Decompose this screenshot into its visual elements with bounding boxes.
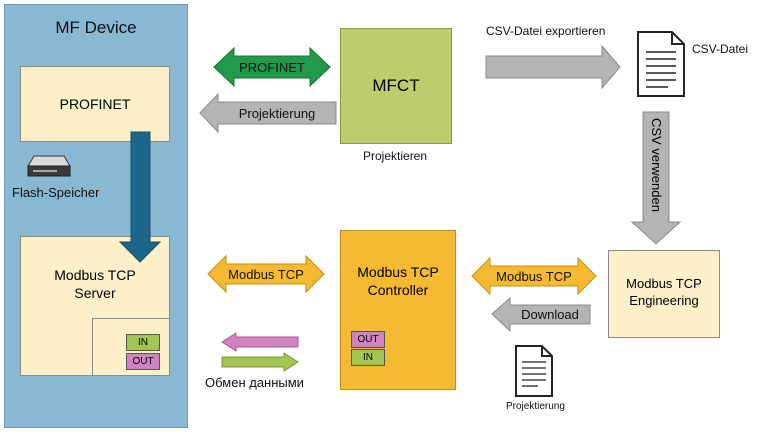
mfct-box: MFCT — [340, 28, 452, 144]
modbus-right-double-arrow — [471, 256, 597, 296]
modbus-controller-title: Modbus TCP Controller — [357, 264, 439, 298]
csv-use-arrow — [630, 111, 682, 245]
profinet-arrow-label: PROFINET — [239, 59, 305, 75]
modbus-server-label: Modbus TCP Server — [54, 267, 136, 301]
controller-out-register: OUT — [351, 331, 385, 348]
csv-export-arrow — [485, 44, 621, 90]
device-profinet-label: PROFINET — [59, 96, 131, 112]
exchange-label: Обмен данными — [205, 375, 304, 390]
mfct-caption: Projektieren — [363, 149, 428, 163]
mf-device-title: MF Device — [55, 18, 137, 37]
modbus-engineering-title: Modbus TCP Engineering — [626, 276, 702, 308]
csv-file-label: CSV-Datei — [692, 42, 749, 56]
modbus-controller-box — [340, 230, 456, 390]
profinet-double-arrow — [213, 46, 331, 88]
modbus-right-arrow-label: Modbus TCP — [496, 268, 572, 284]
exchange-out-arrow — [221, 332, 299, 352]
controller-in-label: IN — [363, 352, 373, 363]
projektierung-file-label: Projektierung — [506, 401, 565, 412]
projektierung-document-icon — [515, 345, 553, 397]
mfct-title: MFCT — [372, 76, 420, 95]
csv-export-label: CSV-Datei exportieren — [486, 24, 606, 38]
exchange-in-arrow — [221, 352, 299, 372]
projektierung-arrow-label: Projektierung — [238, 105, 316, 121]
download-arrow — [491, 296, 591, 333]
server-in-label: IN — [138, 337, 148, 348]
download-arrow-label: Download — [521, 307, 579, 322]
server-out-register: OUT — [126, 353, 160, 370]
projektierung-arrow — [199, 92, 337, 134]
csv-use-label: CSV verwenden — [649, 118, 664, 212]
device-profinet-module: PROFINET — [20, 66, 170, 142]
server-in-register: IN — [126, 334, 160, 351]
server-out-label: OUT — [132, 356, 154, 367]
controller-out-label: OUT — [357, 334, 379, 345]
modbus-left-double-arrow — [207, 254, 325, 294]
device-internal-arrow — [118, 131, 162, 263]
modbus-left-arrow-label: Modbus TCP — [228, 266, 304, 282]
flash-memory-label: Flash-Speicher — [12, 185, 100, 200]
controller-in-register: IN — [351, 349, 385, 366]
modbus-engineering-box — [608, 250, 720, 338]
csv-document-icon — [637, 31, 685, 97]
